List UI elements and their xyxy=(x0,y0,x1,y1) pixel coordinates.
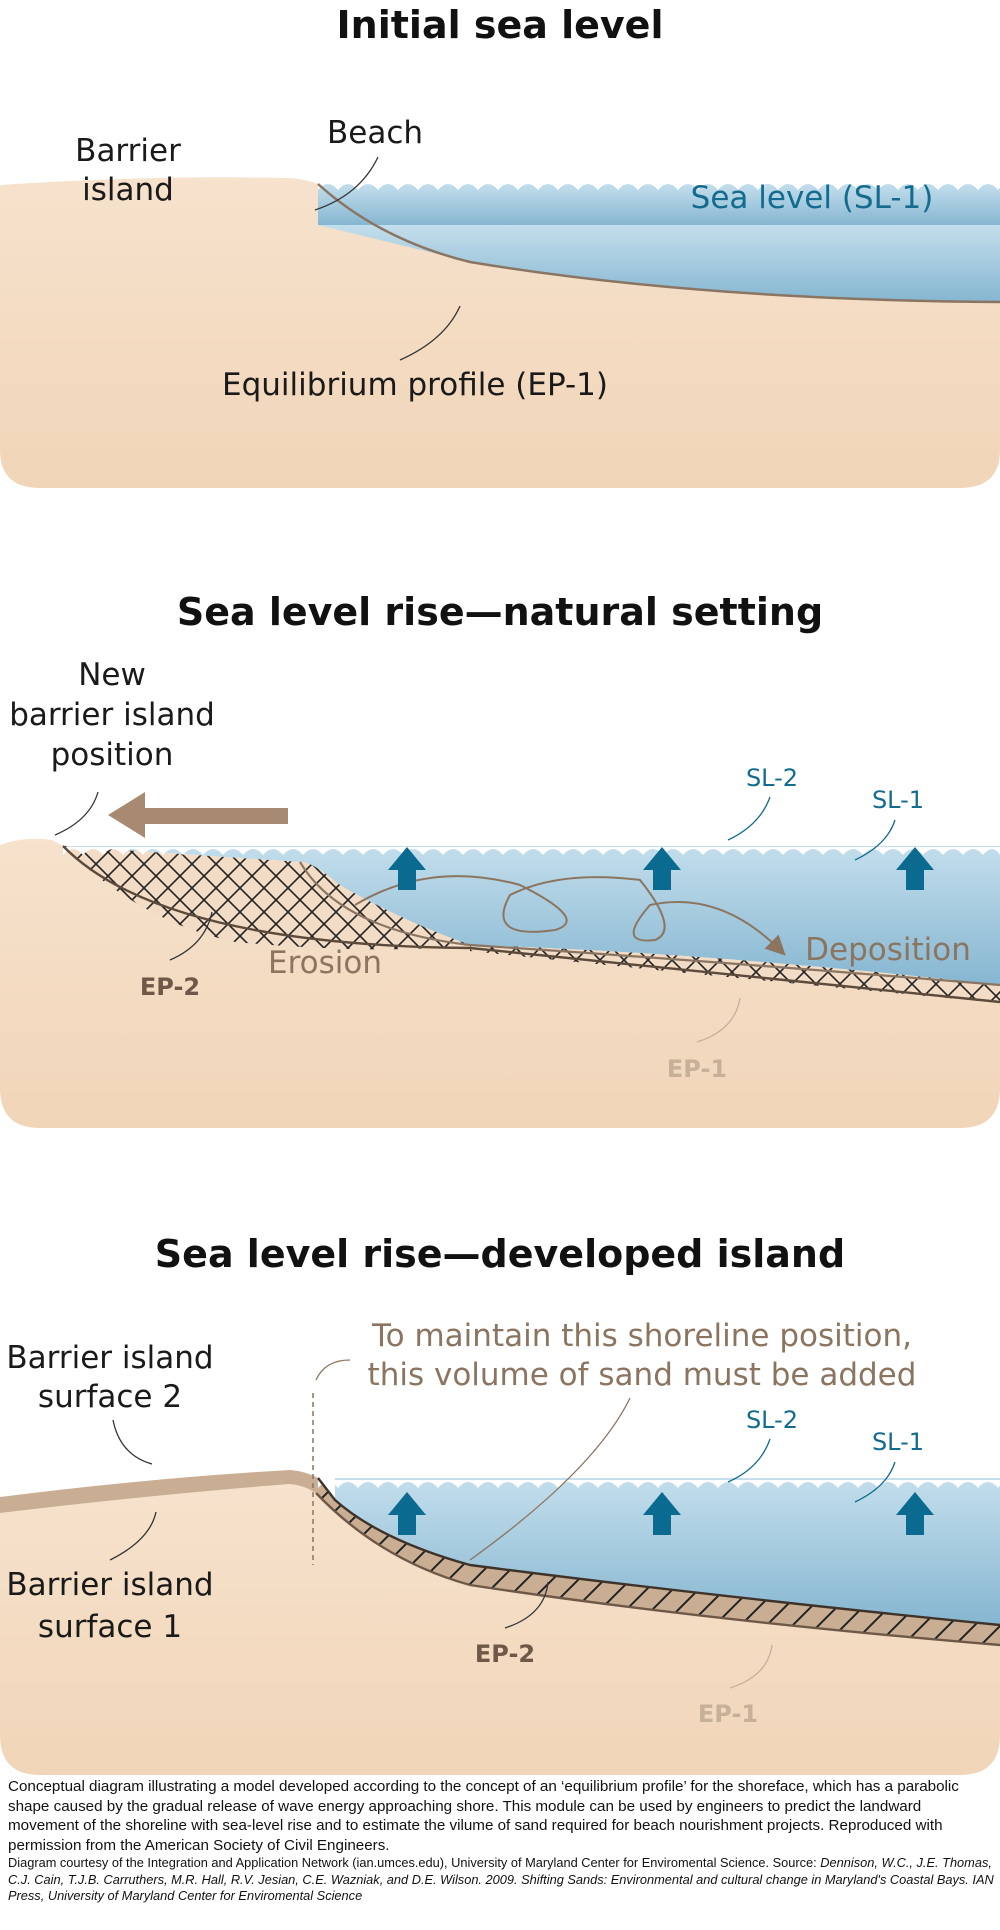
ep1-line-2 xyxy=(299,861,1000,987)
sea-level-sl1-label: Sea level (SL-1) xyxy=(691,180,934,216)
beach-leader xyxy=(314,156,379,211)
equilibrium-profile-label: Equilibrium profile (EP-1) xyxy=(222,367,608,403)
sea-rise-arrows-2 xyxy=(388,847,934,890)
ep2-leader-3 xyxy=(504,1581,549,1629)
surface2-label-2: surface 2 xyxy=(38,1379,182,1415)
sea-rise-arrows-3 xyxy=(388,1492,934,1535)
new-position-label-1: New xyxy=(78,657,146,693)
sand-body-2 xyxy=(0,838,1000,1128)
sl1-leader-2 xyxy=(854,819,896,861)
erosion-label: Erosion xyxy=(268,945,382,981)
water-body-1 xyxy=(318,225,1000,302)
equilibrium-profile-leader xyxy=(399,305,461,361)
surface1-label-1: Barrier island xyxy=(6,1567,213,1603)
caption-source-authors: Dennison, W.C., J.E. Thomas, C.J. Cain, … xyxy=(8,1855,992,1887)
water-body-3 xyxy=(335,1478,1000,1625)
panel-1-title: Initial sea level xyxy=(337,3,664,47)
figure-caption: Conceptual diagram illustrating a model … xyxy=(8,1777,994,1905)
surface2-layer xyxy=(0,1470,318,1513)
surface1-leader xyxy=(109,1511,157,1561)
ep2-line-3 xyxy=(317,1477,1000,1627)
ep1-label-3: EP-1 xyxy=(698,1700,758,1728)
up-arrow-icon xyxy=(643,847,681,890)
sand-body-3 xyxy=(0,1484,1000,1775)
sl2-label-2: SL-2 xyxy=(746,764,798,792)
caption-main: Conceptual diagram illustrating a model … xyxy=(8,1778,959,1854)
sl1-label-2: SL-1 xyxy=(872,786,924,814)
ep1-leader-2 xyxy=(696,997,741,1043)
added-sand-hatch xyxy=(316,1478,1000,1645)
maintain-note-line-1: To maintain this shoreline position, xyxy=(371,1318,912,1354)
sl2-label-3: SL-2 xyxy=(746,1406,798,1434)
surface2-label-1: Barrier island xyxy=(6,1340,213,1376)
deposition-label: Deposition xyxy=(805,932,971,968)
maintain-note-line-2: this volume of sand must be added xyxy=(368,1357,917,1393)
ep1-leader-3 xyxy=(729,1644,773,1689)
note-leader-to-dashed xyxy=(315,1359,351,1381)
caption-credit-text: Diagram courtesy of the Integration and … xyxy=(8,1855,821,1870)
equilibrium-profile-line-1 xyxy=(317,183,1000,304)
ep1-label-2: EP-1 xyxy=(667,1055,727,1083)
panel-2-title: Sea level rise—natural setting xyxy=(177,590,823,634)
waves-2 xyxy=(63,847,1000,855)
eroded-sand-hatch xyxy=(63,846,470,950)
new-position-label-2: barrier island xyxy=(9,697,215,733)
ep2-label-2: EP-2 xyxy=(140,973,200,1001)
up-arrow-icon xyxy=(388,847,426,890)
caption-source-title: Shifting Sands: Environmental and cultur… xyxy=(521,1871,969,1887)
up-arrow-icon xyxy=(643,1492,681,1535)
ep2-leader-2 xyxy=(169,911,213,961)
new-position-label-3: position xyxy=(51,737,174,773)
new-position-leader xyxy=(54,791,99,836)
panel-natural-setting: Sea level rise—natural setting New barri… xyxy=(0,590,1000,1128)
landward-migration-arrow xyxy=(108,792,288,838)
sl2-leader-3 xyxy=(727,1438,771,1483)
ep1-line-3 xyxy=(315,1492,1000,1647)
water-surface-1 xyxy=(318,184,1000,225)
beach-label: Beach xyxy=(327,115,423,151)
caption-source-publisher: IAN Press, University of Maryland Center… xyxy=(8,1871,994,1904)
ep2-label-3: EP-2 xyxy=(475,1640,535,1668)
barrier-island-label-2: island xyxy=(82,172,174,208)
note-leader-to-sand xyxy=(469,1397,631,1561)
sl2-leader-2 xyxy=(727,796,771,841)
panel-initial-sea-level: Initial sea level Barrier island Beach S… xyxy=(0,3,1000,489)
sl1-leader-3 xyxy=(854,1461,896,1503)
panel-developed-island: Sea level rise—developed island To maint… xyxy=(0,1232,1000,1775)
up-arrow-icon xyxy=(388,1492,426,1535)
sand-body-1 xyxy=(0,177,1000,489)
surface2-leader xyxy=(112,1419,153,1465)
panel-3-title: Sea level rise—developed island xyxy=(155,1232,845,1276)
ep2-line-2 xyxy=(62,845,1000,1004)
up-arrow-icon xyxy=(896,847,934,890)
waves-3 xyxy=(318,1480,1000,1488)
sediment-transport-arrow xyxy=(354,875,786,956)
up-arrow-icon xyxy=(896,1492,934,1535)
caption-credit: Diagram courtesy of the Integration and … xyxy=(8,1855,994,1905)
waves-1 xyxy=(318,182,1000,190)
sl1-label-3: SL-1 xyxy=(872,1428,924,1456)
barrier-island-label-1: Barrier xyxy=(75,133,181,169)
surface1-label-2: surface 1 xyxy=(38,1609,182,1645)
